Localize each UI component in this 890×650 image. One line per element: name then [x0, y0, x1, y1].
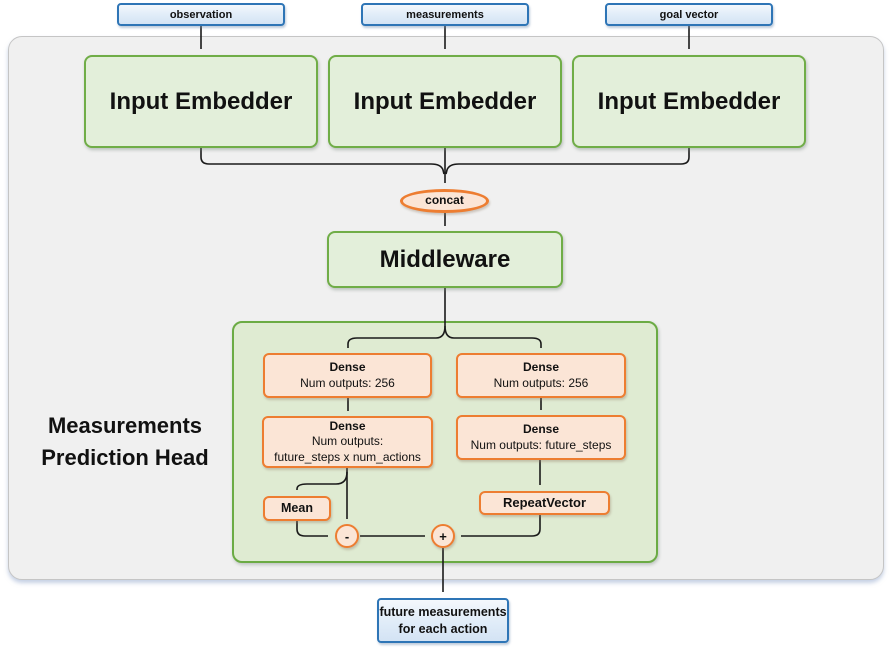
input-label: observation: [169, 8, 233, 21]
output-label-line1: future measurements: [379, 604, 507, 619]
input-embedder-box-2: Input Embedder: [328, 55, 562, 148]
head-title: Measurements Prediction Head: [18, 410, 232, 474]
plus-op-node: +: [431, 524, 455, 548]
dense-subtitle-line2: future_steps x num_actions: [274, 449, 421, 464]
concat-node: concat: [400, 189, 489, 213]
embedder-label: Input Embedder: [597, 87, 781, 115]
embedder-label: Input Embedder: [109, 87, 293, 115]
input-embedder-box-3: Input Embedder: [572, 55, 806, 148]
head-title-line2: Prediction Head: [41, 444, 209, 470]
output-box-future-measurements: future measurements for each action: [377, 598, 509, 643]
dense-title: Dense: [329, 359, 366, 374]
output-label-line2: for each action: [398, 621, 488, 636]
dense-right-1-box: Dense Num outputs: 256: [456, 353, 626, 398]
dense-title: Dense: [329, 418, 366, 433]
dense-subtitle: Num outputs: future_steps: [470, 437, 612, 452]
dense-left-1-box: Dense Num outputs: 256: [263, 353, 432, 398]
input-box-observation: observation: [117, 3, 285, 26]
input-label: goal vector: [659, 8, 719, 21]
concat-label: concat: [425, 193, 464, 208]
dense-subtitle: Num outputs: 256: [300, 375, 395, 390]
dense-title: Dense: [522, 359, 560, 374]
mean-box: Mean: [263, 496, 331, 521]
input-embedder-box-1: Input Embedder: [84, 55, 318, 148]
input-label: measurements: [406, 8, 484, 21]
plus-symbol: +: [439, 528, 447, 544]
mean-label: Mean: [281, 501, 313, 516]
head-title-line1: Measurements: [47, 413, 203, 438]
minus-op-node: -: [335, 524, 359, 548]
dense-left-2-box: Dense Num outputs: future_steps x num_ac…: [262, 416, 433, 468]
minus-symbol: -: [344, 528, 350, 544]
repeat-vector-box: RepeatVector: [479, 491, 610, 515]
embedder-label: Input Embedder: [353, 87, 537, 115]
dense-right-2-box: Dense Num outputs: future_steps: [456, 415, 626, 460]
repeat-vector-label: RepeatVector: [502, 494, 587, 510]
middleware-box: Middleware: [327, 231, 563, 288]
dense-title: Dense: [522, 421, 560, 436]
dense-subtitle: Num outputs: 256: [493, 375, 589, 390]
dense-subtitle-line1: Num outputs:: [311, 434, 384, 449]
middleware-label: Middleware: [379, 245, 511, 273]
input-box-goal-vector: goal vector: [605, 3, 773, 26]
input-box-measurements: measurements: [361, 3, 529, 26]
